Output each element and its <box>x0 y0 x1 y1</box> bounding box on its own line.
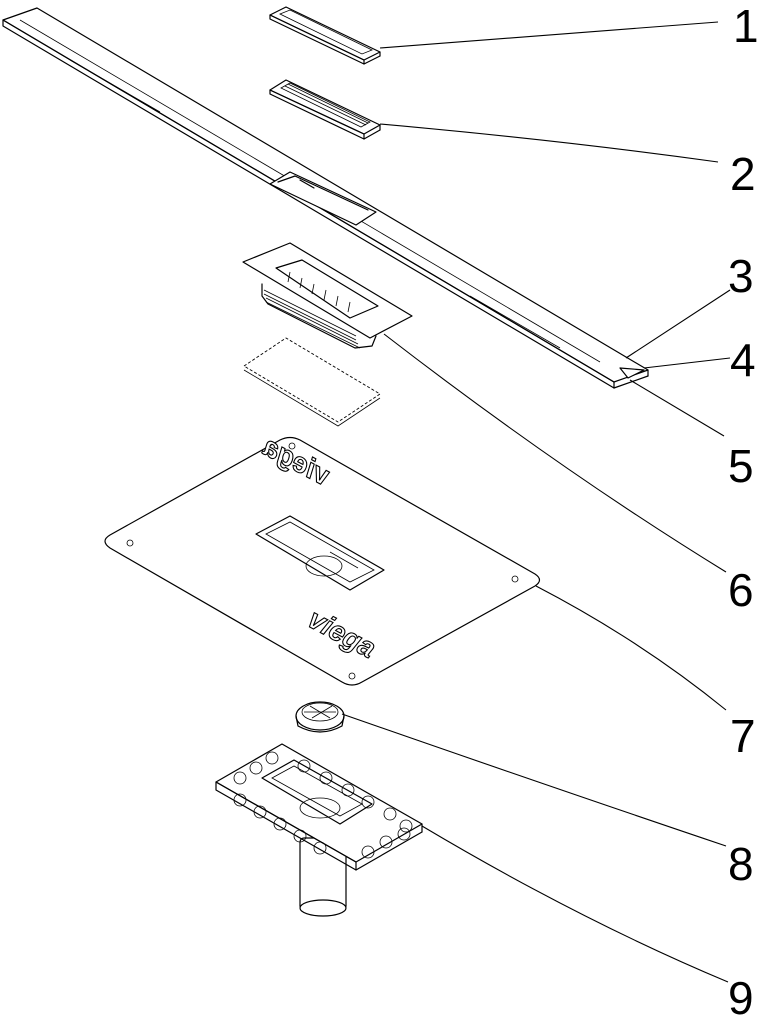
frame-holes <box>233 751 413 859</box>
label-9: 9 <box>728 972 754 1024</box>
part-6-drain-insert <box>242 242 413 349</box>
leader-lines <box>341 21 731 983</box>
part-labels: 1 2 3 4 5 6 7 8 9 <box>728 0 759 1024</box>
label-1: 1 <box>733 0 759 52</box>
label-4: 4 <box>730 334 756 386</box>
label-5: 5 <box>728 440 754 492</box>
label-8: 8 <box>728 838 754 890</box>
part-3-4-5-shower-channel <box>2 7 649 389</box>
part-9-mounting-frame <box>215 743 423 917</box>
label-7: 7 <box>730 710 756 762</box>
transparent-seal-plate <box>243 337 381 427</box>
part-8-odour-trap <box>295 701 345 733</box>
label-2: 2 <box>730 148 756 200</box>
label-6: 6 <box>728 564 754 616</box>
part-2-grate-slotted <box>269 79 381 140</box>
label-3: 3 <box>728 250 754 302</box>
part-1-cover-slotted <box>269 6 381 65</box>
part-7-sealing-sleeve: viega viega <box>104 430 541 686</box>
